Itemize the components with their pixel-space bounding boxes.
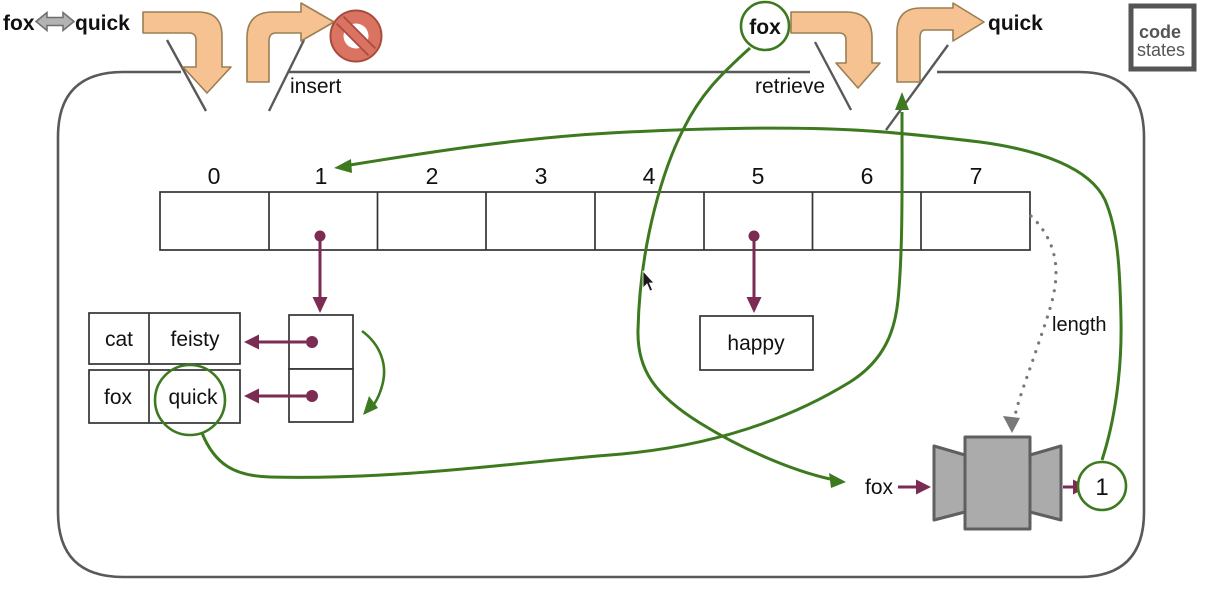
length-arrowhead <box>1003 416 1020 433</box>
hash-machine-right-wing <box>1028 444 1063 522</box>
node-traverse-arrowhead <box>363 396 378 415</box>
double-arrow-icon <box>34 10 76 33</box>
codestates-logo: code states <box>1128 3 1197 72</box>
bucket1-node-boxes <box>288 314 354 423</box>
retrieve-key-curve <box>636 46 831 481</box>
kv-value-quick: quick <box>168 386 218 409</box>
kv-key-fox: fox <box>104 386 133 409</box>
pair-value-label: quick <box>75 12 130 35</box>
happy-box <box>699 315 814 371</box>
pointers <box>244 230 762 404</box>
length-dotted-curve <box>1012 214 1058 422</box>
retrieve-in-arrow <box>790 11 881 89</box>
quick-highlight-circle <box>153 363 227 437</box>
logo-frame <box>1128 3 1197 72</box>
node2-pointer-dot <box>306 390 318 402</box>
green-flow-curves <box>200 46 1123 488</box>
ban-icon-slash <box>337 17 375 55</box>
retrieve-key-label: fox <box>749 16 781 39</box>
opening-slash-4 <box>885 44 949 131</box>
retrieve-label: retrieve <box>755 75 825 98</box>
array-index-6: 6 <box>861 163 874 189</box>
array-index-5: 5 <box>752 163 765 189</box>
opening-slash-3 <box>813 41 853 111</box>
hash-machine-left-wing <box>932 444 967 522</box>
retrieve-key-token: fox <box>739 0 791 52</box>
pair-legend: fox quick <box>3 10 130 35</box>
hash-result-arrowhead <box>334 159 352 173</box>
hash-output-circle <box>1076 460 1128 512</box>
node-traverse-curve <box>361 329 386 410</box>
insert-duplicate-arrow <box>246 2 335 83</box>
hash-result-curve <box>349 126 1123 461</box>
retrieve-out-arrow <box>896 2 985 83</box>
logo-line1: code <box>1139 22 1181 42</box>
length-annotation: length <box>1003 214 1107 433</box>
array-index-0: 0 <box>208 163 221 189</box>
hash-machine-body <box>963 435 1032 531</box>
array-index-3: 3 <box>535 163 548 189</box>
hash-input-arrowhead <box>916 479 931 495</box>
slot1-pointer-arrowhead <box>312 297 328 313</box>
retrieve-result-label: quick <box>988 12 1043 35</box>
happy-label: happy <box>727 332 785 355</box>
hash-input-label: fox <box>865 476 894 499</box>
kv-value-feisty: feisty <box>170 328 220 351</box>
flow-arrows <box>142 2 985 94</box>
node1-pointer-dot <box>306 336 318 348</box>
insert-in-arrow <box>142 11 232 94</box>
node1-pointer-arrowhead <box>244 334 259 350</box>
no-insert-sign <box>329 9 383 63</box>
array-index-4: 4 <box>643 163 656 189</box>
hash-machine: fox 1 <box>865 435 1128 531</box>
hash-output-value: 1 <box>1095 474 1108 501</box>
slot5-pointer-arrowhead <box>746 297 762 313</box>
bucket5-value-box: happy <box>699 315 814 371</box>
kv-box-cat-feisty <box>88 312 241 365</box>
retrieve-value-curve <box>200 111 904 479</box>
slot5-pointer-dot <box>748 230 760 242</box>
array-index-1: 1 <box>315 163 328 189</box>
kv-box-fox-quick <box>88 369 241 424</box>
slot1-pointer-dot <box>314 230 326 242</box>
kv-key-cat: cat <box>105 328 133 351</box>
length-label: length <box>1052 314 1107 336</box>
pair-key-label: fox <box>3 12 35 35</box>
array-index-7: 7 <box>970 163 983 189</box>
bucket1-key-value-boxes: cat feisty fox quick <box>88 312 241 424</box>
hash-array: 0 1 2 3 4 5 6 7 <box>159 163 1031 251</box>
retrieve-key-circle <box>739 0 791 52</box>
insert-label: insert <box>290 75 342 98</box>
mouse-cursor <box>642 269 655 292</box>
logo-line2: states <box>1137 40 1185 60</box>
opening-slash-2 <box>267 39 306 112</box>
node2-pointer-arrowhead <box>244 388 259 404</box>
opening-slash-1 <box>165 39 208 112</box>
retrieve-key-arrowhead <box>829 473 846 488</box>
array-index-2: 2 <box>426 163 439 189</box>
retrieve-value-arrowhead <box>895 92 909 110</box>
